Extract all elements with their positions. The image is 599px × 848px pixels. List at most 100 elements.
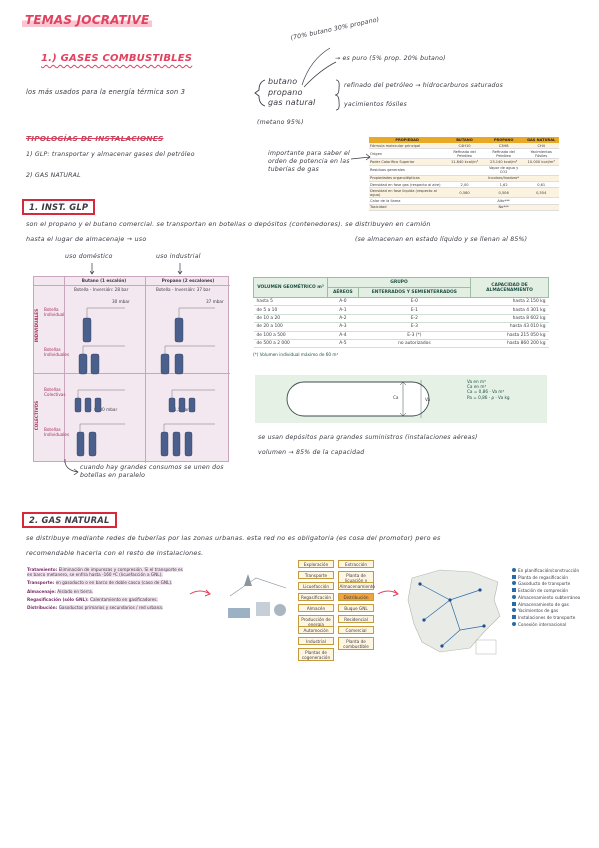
table-cell: Vapor de agua y CO2 (483, 165, 524, 176)
legend-swatch-icon (512, 568, 516, 572)
volume-table: VOLUMEN GEOMÉTRICO m³ GRUPO CAPACIDAD DE… (253, 277, 549, 357)
vol-header-grupo: GRUPO (327, 277, 471, 288)
diagram-cell-label-2: Botella - Inversión: 37 bar (156, 287, 211, 292)
tank-label-4: Pa = 0,86 · ρ · Va kg (467, 394, 510, 400)
flow-box: Transporte (298, 571, 334, 580)
table-cell: 23.140 kcal/m³ (483, 158, 524, 166)
tank-note2: volumen → 85% de la capacidad (258, 449, 365, 456)
vol-header-volume: VOLUMEN GEOMÉTRICO m³ (253, 277, 328, 298)
section1-note-gn: (metano 95%) (257, 119, 304, 126)
arrows-down-graphic (90, 263, 183, 275)
table-cell (445, 197, 484, 205)
legend-swatch-icon (512, 601, 516, 606)
legend-item: Yacimientos de gas (512, 608, 590, 613)
table-cell: E-2 (358, 314, 471, 324)
table-cell: hasta 8 602 kg (470, 314, 549, 324)
table-cell: E-1 (358, 305, 471, 315)
gn-text2: recomendable hacerla con el resto de ins… (26, 549, 204, 557)
tipologias-side-note: importante para saber el orden de potenc… (268, 150, 350, 173)
table-cell: CH4 (523, 143, 559, 150)
tank-dim-va: Va (425, 397, 431, 402)
curved-arrow-icon (377, 589, 399, 597)
flow-box: Residencial (338, 615, 374, 624)
table-cell: hasta 215 050 kg (470, 331, 549, 340)
legend-label: Conexión internacional (518, 621, 567, 627)
glp-text1: son el propano y el butano comercial. se… (26, 220, 431, 228)
vol-header-aereos: AÉREOS (327, 287, 359, 298)
flow-box: Comercial (338, 626, 374, 635)
glp-diagram: Butano (1 escalón) Propano (2 escalones)… (33, 276, 230, 463)
table-cell: Refinado del Petróleo (483, 148, 524, 160)
bullet-text: Gasoductos primarios y secundarios / red… (58, 605, 164, 611)
table-cell: de 20 a 100 (253, 322, 328, 332)
curved-arrow-icon (189, 589, 211, 597)
flow-box: Regasificación (298, 593, 334, 602)
diagram-row-group1: INDIVIDUALES (34, 308, 40, 343)
legend-item: Almacenamiento subterráneo (512, 594, 590, 600)
gas-natural: gas natural (268, 98, 316, 107)
gn-text1: se distribuye mediante redes de tuberías… (26, 534, 441, 542)
gn-heading: 2. GAS NATURAL (22, 512, 117, 528)
tank-figure: Ca Va Va en m³ Ca en m³ Ca = 0,86 · Va m… (255, 375, 547, 423)
props-header-3: GAS NATURAL (523, 137, 559, 143)
glp-heading: 1. INST. GLP (22, 199, 96, 215)
flow-box: Producción de energía (298, 615, 334, 629)
table-row: Densidad en fase líquida (respecto al ag… (369, 187, 559, 199)
bracket-icon (254, 79, 266, 107)
tipologias-item1: 1) GLP: transportar y almacenar gases de… (26, 151, 195, 158)
props-header-0: PROPIEDAD (369, 137, 446, 143)
gas-butano: butano (268, 77, 298, 86)
table-cell: hasta 2.150 kg (470, 297, 549, 307)
flow-box: Industrial (298, 637, 334, 646)
diagram-cell-label-6: 0,-30 mbar (94, 407, 118, 412)
table-cell: Residuos generales (369, 165, 446, 176)
table-cell: C4H10 (445, 143, 484, 150)
bullet-label: Transporte: (27, 580, 55, 586)
table-cell: No*** (483, 204, 524, 211)
table-cell (445, 204, 484, 211)
tank-note1: se usan depósitos para grandes suministr… (258, 434, 478, 441)
table-cell: E-0 (358, 297, 471, 307)
table-cell: A-5 (327, 339, 359, 349)
table-cell (523, 175, 559, 182)
table-cell: A-0 (327, 297, 359, 307)
list-item: Almacenaje: Aislado en tierra. (27, 588, 187, 594)
table-cell: Refinado del Petróleo (445, 148, 484, 160)
legend-item: Almacenamiento de gas (512, 601, 590, 607)
tipologias-heading: TIPOLOGÍAS DE INSTALACIONES (26, 134, 164, 143)
table-cell (445, 175, 484, 182)
table-cell: 2,00 (445, 181, 484, 189)
table-cell: Toxicidad (369, 204, 446, 211)
flow-box: Buque GNL (338, 604, 374, 613)
label-uso-industrial: uso industrial (156, 253, 201, 260)
tank-label-2: Ca en m³ (467, 384, 487, 390)
legend-item: Planta de regasificación (512, 574, 590, 580)
table-cell: A-3 (327, 322, 359, 332)
legend-label: Estación de compresión (518, 588, 568, 594)
table-cell: 0,506 (483, 187, 524, 199)
table-cell: Densidad en fase gas (respecto al aire) (369, 181, 446, 189)
legend-swatch-icon (512, 581, 516, 586)
table-cell: hasta 4 301 kg (470, 305, 549, 315)
flow-box: Almacén (298, 604, 334, 613)
legend-label: En planificación/construcción (518, 568, 580, 573)
table-cell: Yacimientos Fósiles (523, 148, 559, 160)
diagram-row-group2: COLECTIVOS (34, 400, 40, 431)
table-cell: Alto*** (483, 197, 524, 205)
table-cell: A-1 (327, 305, 359, 315)
table-cell (523, 165, 559, 176)
vol-header-enterrados: ENTERRADOS Y SEMIENTERRADOS (357, 287, 472, 298)
flow-box: Almacenamiento (338, 582, 375, 591)
page-title: TEMAS JOCRATIVE (22, 13, 153, 27)
table-cell: 11.840 kcal/m³ (445, 158, 484, 166)
bullet-text: en gasoducto o en barco de doble casco (… (55, 580, 173, 586)
table-cell: hasta 5 (253, 297, 328, 307)
table-cell: C3H8 (483, 143, 524, 150)
table-cell: Incoloro/Inodoro* (483, 175, 524, 182)
tank-label-3: Ca = 0,86 · Va m³ (467, 389, 505, 395)
diagram-cell-label-4: 37 mbar (206, 299, 224, 304)
